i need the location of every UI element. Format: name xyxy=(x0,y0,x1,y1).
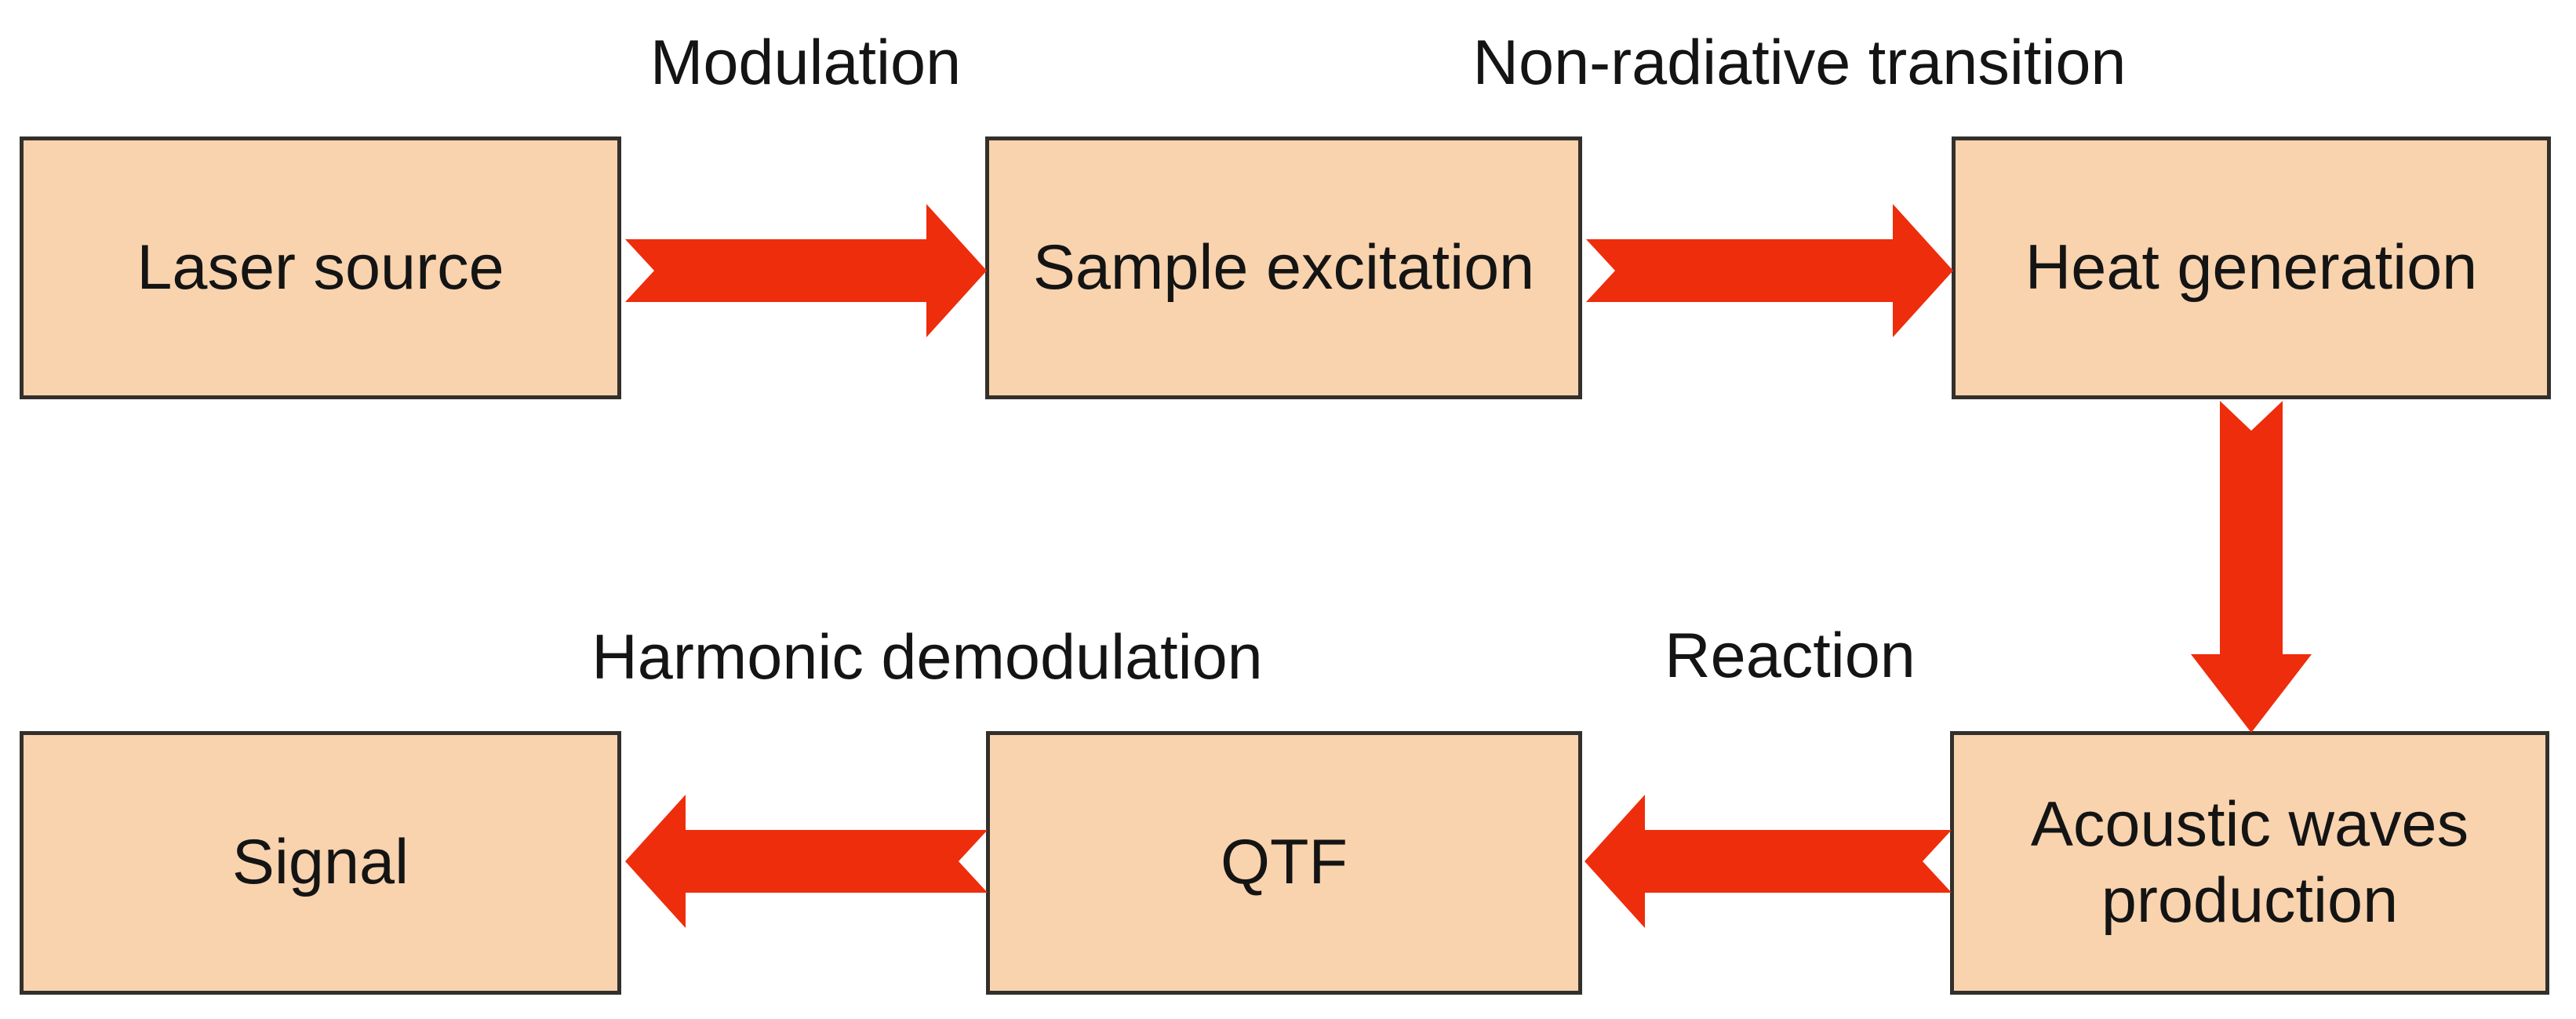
box-heat-generation-label: Heat generation xyxy=(2025,231,2478,303)
edge-label-modulation: Modulation xyxy=(649,27,962,98)
box-signal: Signal xyxy=(20,731,621,995)
box-signal-label: Signal xyxy=(231,827,409,898)
edge-label-non-radiative-transition: Non-radiative transition xyxy=(1472,27,2127,98)
arrow-heat-to-acoustic-icon xyxy=(2191,401,2312,733)
arrow-laser-to-sample-icon xyxy=(625,204,987,337)
box-laser-source: Laser source xyxy=(20,136,621,399)
box-laser-source-label: Laser source xyxy=(136,231,504,303)
arrow-sample-to-heat-icon xyxy=(1586,204,1953,337)
box-qtf: QTF xyxy=(986,731,1582,995)
box-sample-excitation: Sample excitation xyxy=(985,136,1582,399)
arrow-qtf-to-signal-icon xyxy=(625,795,988,928)
box-acoustic-waves-production: Acoustic waves production xyxy=(1950,731,2549,995)
edge-label-harmonic-demodulation: Harmonic demodulation xyxy=(591,622,1263,693)
box-acoustic-waves-production-label: Acoustic waves production xyxy=(2030,788,2469,936)
box-heat-generation: Heat generation xyxy=(1952,136,2551,399)
edge-label-reaction: Reaction xyxy=(1665,620,1916,691)
arrow-acoustic-to-qtf-icon xyxy=(1585,795,1952,928)
box-sample-excitation-label: Sample excitation xyxy=(1032,231,1535,303)
box-qtf-label: QTF xyxy=(1221,827,1348,898)
